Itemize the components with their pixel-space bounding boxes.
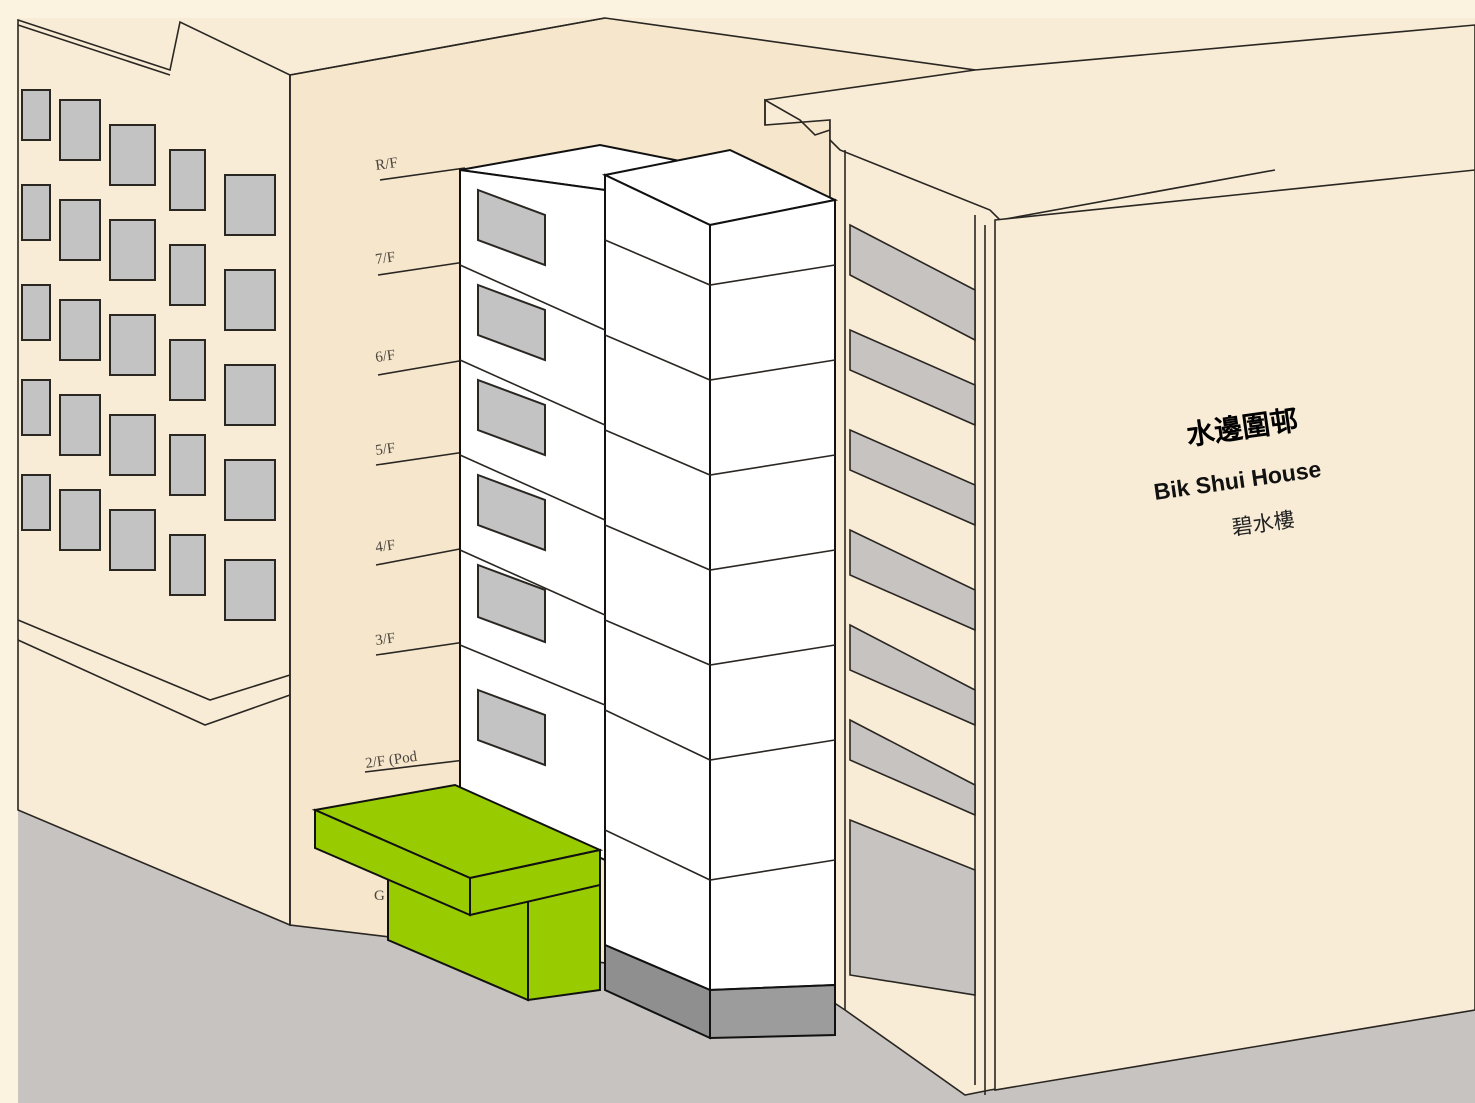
floor-label-rf: R/F [374, 155, 399, 174]
floor-label-3f: 3/F [374, 630, 396, 649]
right-building [764, 24, 1475, 1096]
floor-markers [364, 167, 466, 773]
louvered-vents [849, 223, 976, 996]
white-tower [459, 143, 839, 1040]
floor-label-5f: 5/F [374, 440, 396, 459]
balcony-windows [21, 89, 276, 621]
floor-label-6f: 6/F [374, 347, 396, 366]
tower-plinth-front [709, 983, 836, 1040]
green-podium [311, 783, 604, 1002]
left-building [17, 18, 291, 927]
floor-label-7f: 7/F [374, 249, 396, 268]
tower-windows [477, 188, 546, 767]
floor-label-4f: 4/F [374, 537, 396, 556]
floor-label-2f-podium: 2/F (Pod [364, 749, 418, 772]
floor-label-g: G [374, 888, 385, 904]
tower-floor-lines [459, 239, 836, 881]
